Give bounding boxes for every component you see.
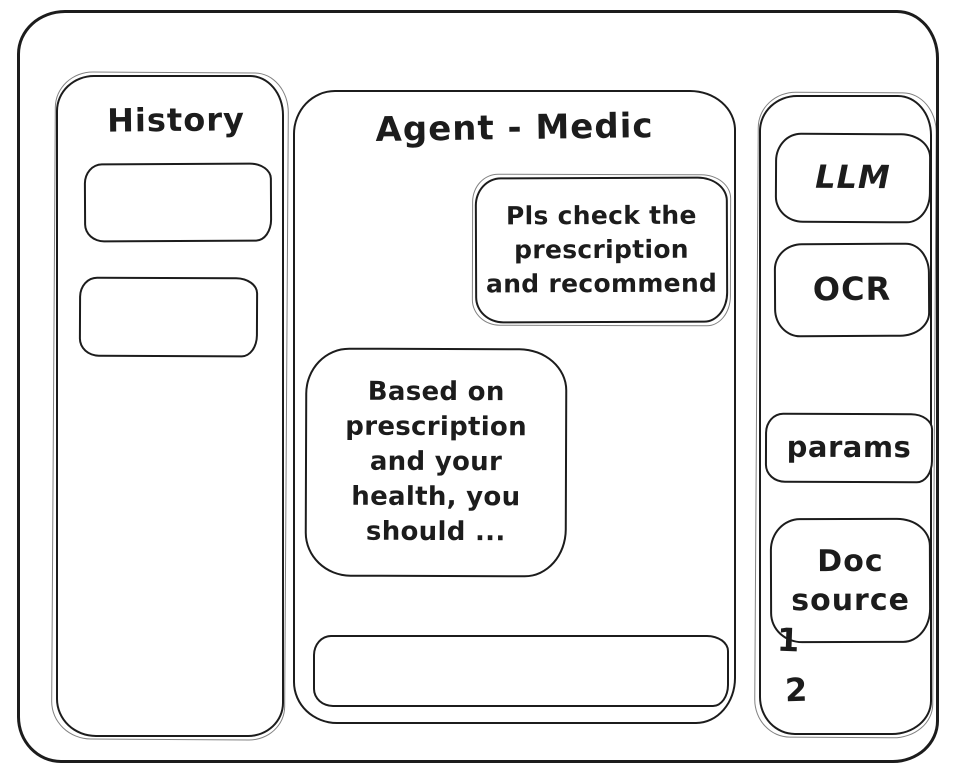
chat-panel-title: Agent - Medic [375, 106, 654, 150]
chat-panel: Agent - Medic Pls check the prescription… [293, 90, 736, 724]
doc-source-item-1[interactable]: 1 [776, 620, 800, 660]
tools-panel: LLM OCR params Doc source 1 2 [759, 95, 934, 735]
params-button[interactable]: params [764, 412, 934, 484]
assistant-message-bubble: Based on prescription and your health, y… [304, 347, 568, 578]
doc-source-item-2[interactable]: 2 [784, 670, 808, 710]
history-panel-title: History [106, 100, 246, 140]
history-panel: History [56, 75, 284, 737]
ocr-button[interactable]: OCR [773, 242, 931, 338]
chat-input[interactable] [313, 635, 729, 707]
user-message-bubble: Pls check the prescription and recommend [474, 176, 729, 324]
history-item[interactable] [83, 162, 273, 243]
history-item[interactable] [78, 276, 259, 358]
llm-button[interactable]: LLM [774, 132, 932, 224]
app-window-frame: History Agent - Medic Pls check the pres… [17, 10, 939, 763]
